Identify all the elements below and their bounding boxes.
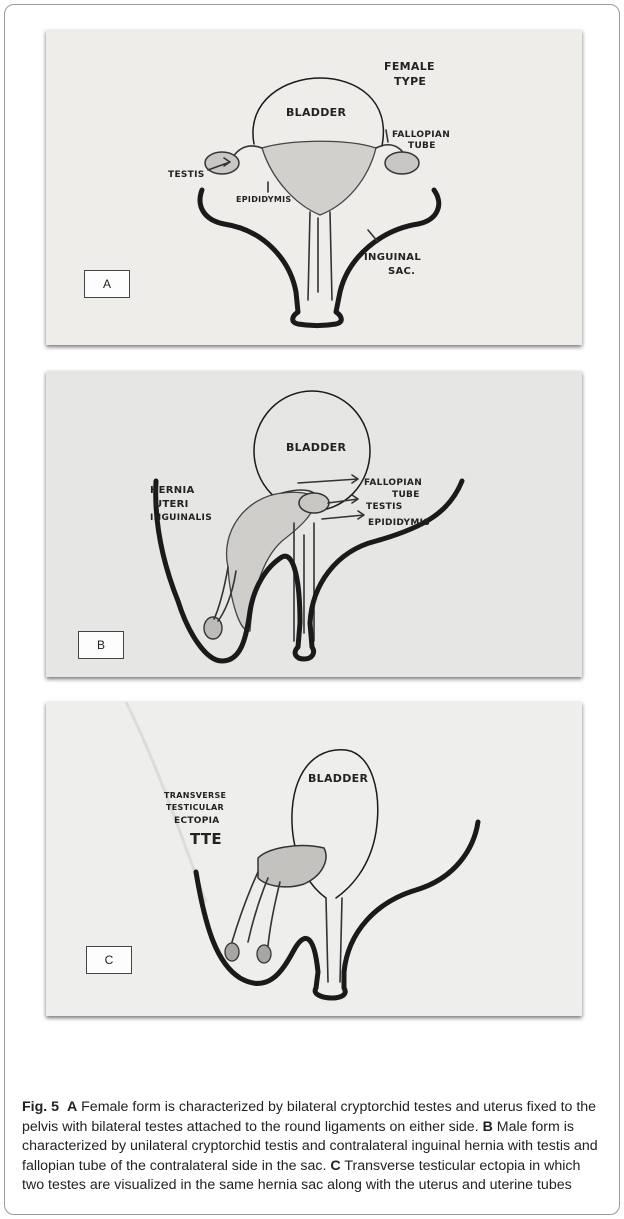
label-ectopia-c: ECTOPIA — [174, 816, 220, 826]
panel-a: FEMALE TYPE BLADDER FALLOPIAN TUBE TESTI… — [46, 30, 582, 345]
caption-tag-a: A — [67, 1099, 77, 1115]
figure-caption: Fig. 5 A Female form is characterized by… — [22, 1098, 602, 1196]
caption-fig-number: Fig. 5 — [22, 1099, 59, 1115]
panel-label-a: A — [84, 270, 130, 298]
testis-right-a — [385, 152, 419, 174]
label-bladder-a: BLADDER — [286, 106, 346, 119]
testis-right-b — [299, 493, 329, 513]
label-inguinal-a: INGUINAL — [364, 252, 421, 263]
label-tube-a: TUBE — [408, 141, 436, 151]
testis-c-1 — [225, 943, 239, 961]
panel-c: BLADDER TRANSVERSE TESTICULAR ECTOPIA TT… — [46, 702, 582, 1016]
label-inguinalis-b: INGUINALIS — [150, 513, 212, 523]
label-transverse-c: TRANSVERSE — [164, 791, 226, 800]
label-epididymis-b: EPIDIDYMIS — [368, 518, 430, 528]
label-bladder-b: BLADDER — [286, 441, 346, 454]
testis-left-a — [205, 152, 239, 174]
label-testicular-c: TESTICULAR — [166, 803, 224, 812]
panel-label-b: B — [78, 631, 124, 659]
panel-label-c: C — [86, 946, 132, 974]
label-testis-b: TESTIS — [366, 502, 403, 512]
caption-tag-b: B — [483, 1119, 493, 1135]
label-fallopian-b: FALLOPIAN — [364, 478, 422, 488]
label-tte-c: TTE — [190, 830, 222, 848]
label-fallopian-a: FALLOPIAN — [392, 130, 450, 140]
label-female-a: FEMALE — [384, 60, 435, 73]
testis-c-2 — [257, 945, 271, 963]
label-bladder-c: BLADDER — [308, 772, 368, 785]
label-uteri-b: UTERI — [154, 499, 189, 510]
label-tube-b: TUBE — [392, 490, 420, 500]
label-sac-a: SAC. — [388, 266, 415, 277]
panel-b-drawing: BLADDER HERNIA UTERI INGUINALIS FALLOPIA… — [46, 371, 582, 677]
label-hernia-b: HERNIA — [150, 485, 195, 496]
label-epididymis-a: EPIDIDYMIS — [236, 195, 291, 204]
panel-b: BLADDER HERNIA UTERI INGUINALIS FALLOPIA… — [46, 371, 582, 677]
caption-tag-c: C — [330, 1158, 340, 1174]
label-type-a: TYPE — [394, 75, 426, 88]
label-testis-a: TESTIS — [168, 170, 205, 180]
